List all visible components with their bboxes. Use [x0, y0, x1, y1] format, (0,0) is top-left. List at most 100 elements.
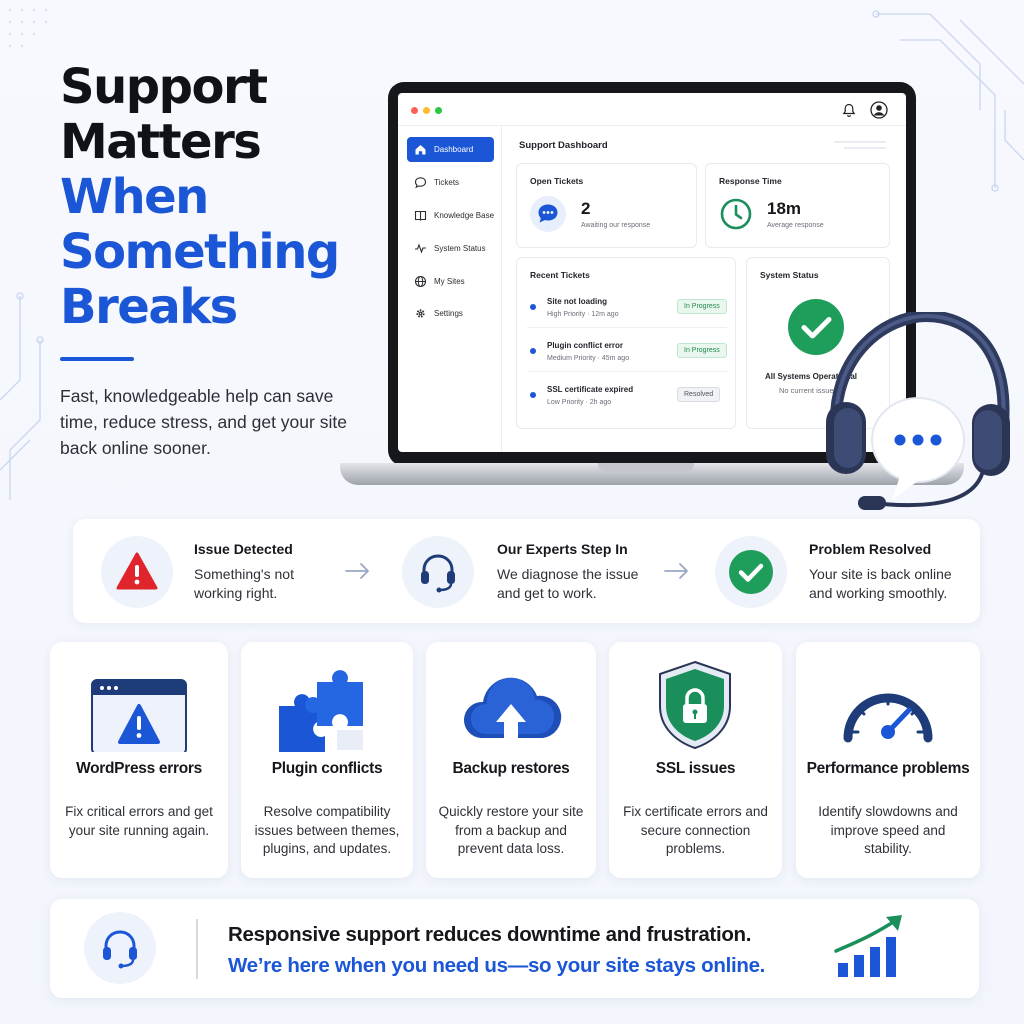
dashboard-title: Support Dashboard: [519, 140, 608, 151]
hero-title-line: Support: [60, 59, 268, 115]
recent-tickets-card: Recent Tickets Site not loading High Pri…: [516, 257, 736, 429]
hero-title-line: Matters: [60, 114, 262, 170]
open-tickets-sub: Awaiting our response: [581, 222, 651, 229]
issue-desc: Fix certificate errors and secure connec…: [623, 804, 768, 856]
open-tickets-card[interactable]: Open Tickets 2 Awaiting our response: [516, 163, 697, 248]
close-dot[interactable]: [411, 107, 418, 114]
sidebar-item-knowledge-base[interactable]: Knowledge Base: [407, 203, 494, 228]
headset-icon: [103, 930, 137, 969]
ticket-title: Site not loading: [547, 297, 607, 306]
issue-desc: Quickly restore your site from a backup …: [438, 804, 584, 856]
step-icon-wrap: [402, 536, 474, 608]
minimize-dot[interactable]: [423, 107, 430, 114]
sidebar-item-label: Knowledge Base: [434, 211, 495, 220]
sidebar-item-label: Tickets: [434, 178, 460, 187]
issue-card-ssl-issues[interactable]: SSL issues Fix certificate errors and se…: [609, 642, 782, 878]
ticket-meta: High Priority · 12m ago: [547, 311, 619, 318]
issue-card-wordpress-errors[interactable]: WordPress errors Fix critical errors and…: [50, 642, 228, 878]
status-badge: In Progress: [677, 299, 727, 314]
step-title: Problem Resolved: [809, 541, 932, 557]
user-avatar-icon[interactable]: [870, 101, 888, 119]
check-circle-icon: [729, 550, 773, 594]
banner-subline: We’re here when you need us—so your site…: [228, 954, 766, 977]
issue-title: Plugin conflicts: [271, 760, 383, 777]
ticket-bullet: [530, 304, 536, 310]
hero-title-line: When: [60, 169, 209, 225]
sidebar-item-settings[interactable]: Settings: [407, 301, 494, 326]
status-badge: Resolved: [677, 387, 721, 402]
book-icon: [414, 210, 427, 221]
bell-icon[interactable]: [842, 103, 856, 118]
step-icon-wrap: [101, 536, 173, 608]
step-title: Our Experts Step In: [497, 541, 628, 557]
sidebar-item-label: System Status: [434, 244, 486, 253]
card-title: Open Tickets: [530, 176, 584, 186]
laptop-base: [340, 463, 964, 485]
hero-title-line: Breaks: [60, 279, 238, 335]
menu-lines-icon: [834, 141, 886, 149]
sidebar-item-label: Settings: [434, 309, 463, 318]
ticket-bullet: [530, 348, 536, 354]
headset-icon: [421, 554, 455, 593]
shield-lock-icon: [659, 660, 731, 750]
hero-title: Support Matters When Something Breaks: [60, 60, 360, 335]
ticket-title: Plugin conflict error: [547, 341, 624, 350]
banner-divider: [196, 919, 198, 979]
hero-description: Fast, knowledgeable help can save time, …: [60, 386, 347, 458]
hero-divider: [60, 357, 134, 361]
ticket-row[interactable]: SSL certificate expired Low Priority · 2…: [527, 378, 727, 416]
issue-title: WordPress errors: [76, 760, 202, 777]
sidebar-item-label: Dashboard: [434, 145, 474, 154]
clock-icon: [720, 198, 752, 230]
issue-card-performance-problems[interactable]: Performance problems Identify slowdowns …: [796, 642, 980, 878]
hero: Support Matters When Something Breaks Fa…: [60, 60, 360, 461]
step-desc: Your site is back online and working smo…: [809, 566, 952, 601]
hero-title-line: Something: [60, 224, 340, 280]
sidebar-item-label: My Sites: [434, 277, 465, 286]
pulse-icon: [415, 243, 426, 254]
headset-icon: [826, 312, 1010, 510]
gear-icon: [416, 309, 425, 318]
warning-icon: [116, 552, 158, 590]
step-desc: Something's not working right.: [194, 566, 294, 601]
browser-warning-icon: [91, 679, 187, 752]
system-status-sub: No current issues: [779, 386, 838, 395]
response-time-card[interactable]: Response Time 18m Average response: [705, 163, 890, 248]
step-desc: We diagnose the issue and get to work.: [497, 566, 639, 601]
issue-card-backup-restores[interactable]: Backup restores Quickly restore your sit…: [426, 642, 596, 878]
speedometer-icon: [843, 693, 933, 743]
sidebar-item-system-status[interactable]: System Status: [407, 236, 494, 261]
laptop-notch: [598, 463, 694, 472]
sidebar-item-tickets[interactable]: Tickets: [407, 170, 494, 195]
issue-title: Performance problems: [806, 760, 970, 777]
sidebar-item-dashboard[interactable]: Dashboard: [407, 137, 494, 162]
dashboard-window: Dashboard Tickets Knowledge Base System …: [398, 93, 906, 452]
ticket-meta: Medium Priority · 45m ago: [547, 355, 630, 362]
chat-icon: [414, 177, 427, 189]
issue-card-plugin-conflicts[interactable]: Plugin conflicts Resolve compatibility i…: [241, 642, 413, 878]
step-title: Issue Detected: [194, 541, 293, 557]
chat-bubble-icon: [530, 196, 566, 232]
globe-icon: [414, 275, 427, 288]
card-title: Response Time: [719, 176, 782, 186]
issue-title: SSL issues: [655, 760, 736, 777]
maximize-dot[interactable]: [435, 107, 442, 114]
response-time-sub: Average response: [767, 222, 824, 229]
banner-headline: Responsive support reduces downtime and …: [228, 923, 752, 946]
issue-desc: Identify slowdowns and improve speed and…: [818, 804, 958, 856]
response-time-value: 18m: [767, 199, 802, 218]
bottom-banner: Responsive support reduces downtime and …: [50, 899, 979, 998]
issue-desc: Resolve compatibility issues between the…: [254, 804, 400, 856]
check-circle-icon: [788, 299, 844, 355]
arrow-right-icon: [664, 563, 688, 579]
ticket-row[interactable]: Site not loading High Priority · 12m ago…: [527, 290, 727, 328]
ticket-row[interactable]: Plugin conflict error Medium Priority · …: [527, 334, 727, 372]
sidebar: Dashboard Tickets Knowledge Base System …: [398, 126, 502, 452]
home-icon: [415, 145, 426, 155]
ticket-meta: Low Priority · 2h ago: [547, 399, 612, 406]
step-icon-wrap: [715, 536, 787, 608]
process-steps: Issue Detected Something's not working r…: [73, 519, 980, 623]
open-tickets-value: 2: [581, 199, 591, 218]
sidebar-item-my-sites[interactable]: My Sites: [407, 269, 494, 294]
growth-chart-icon: [834, 915, 902, 977]
